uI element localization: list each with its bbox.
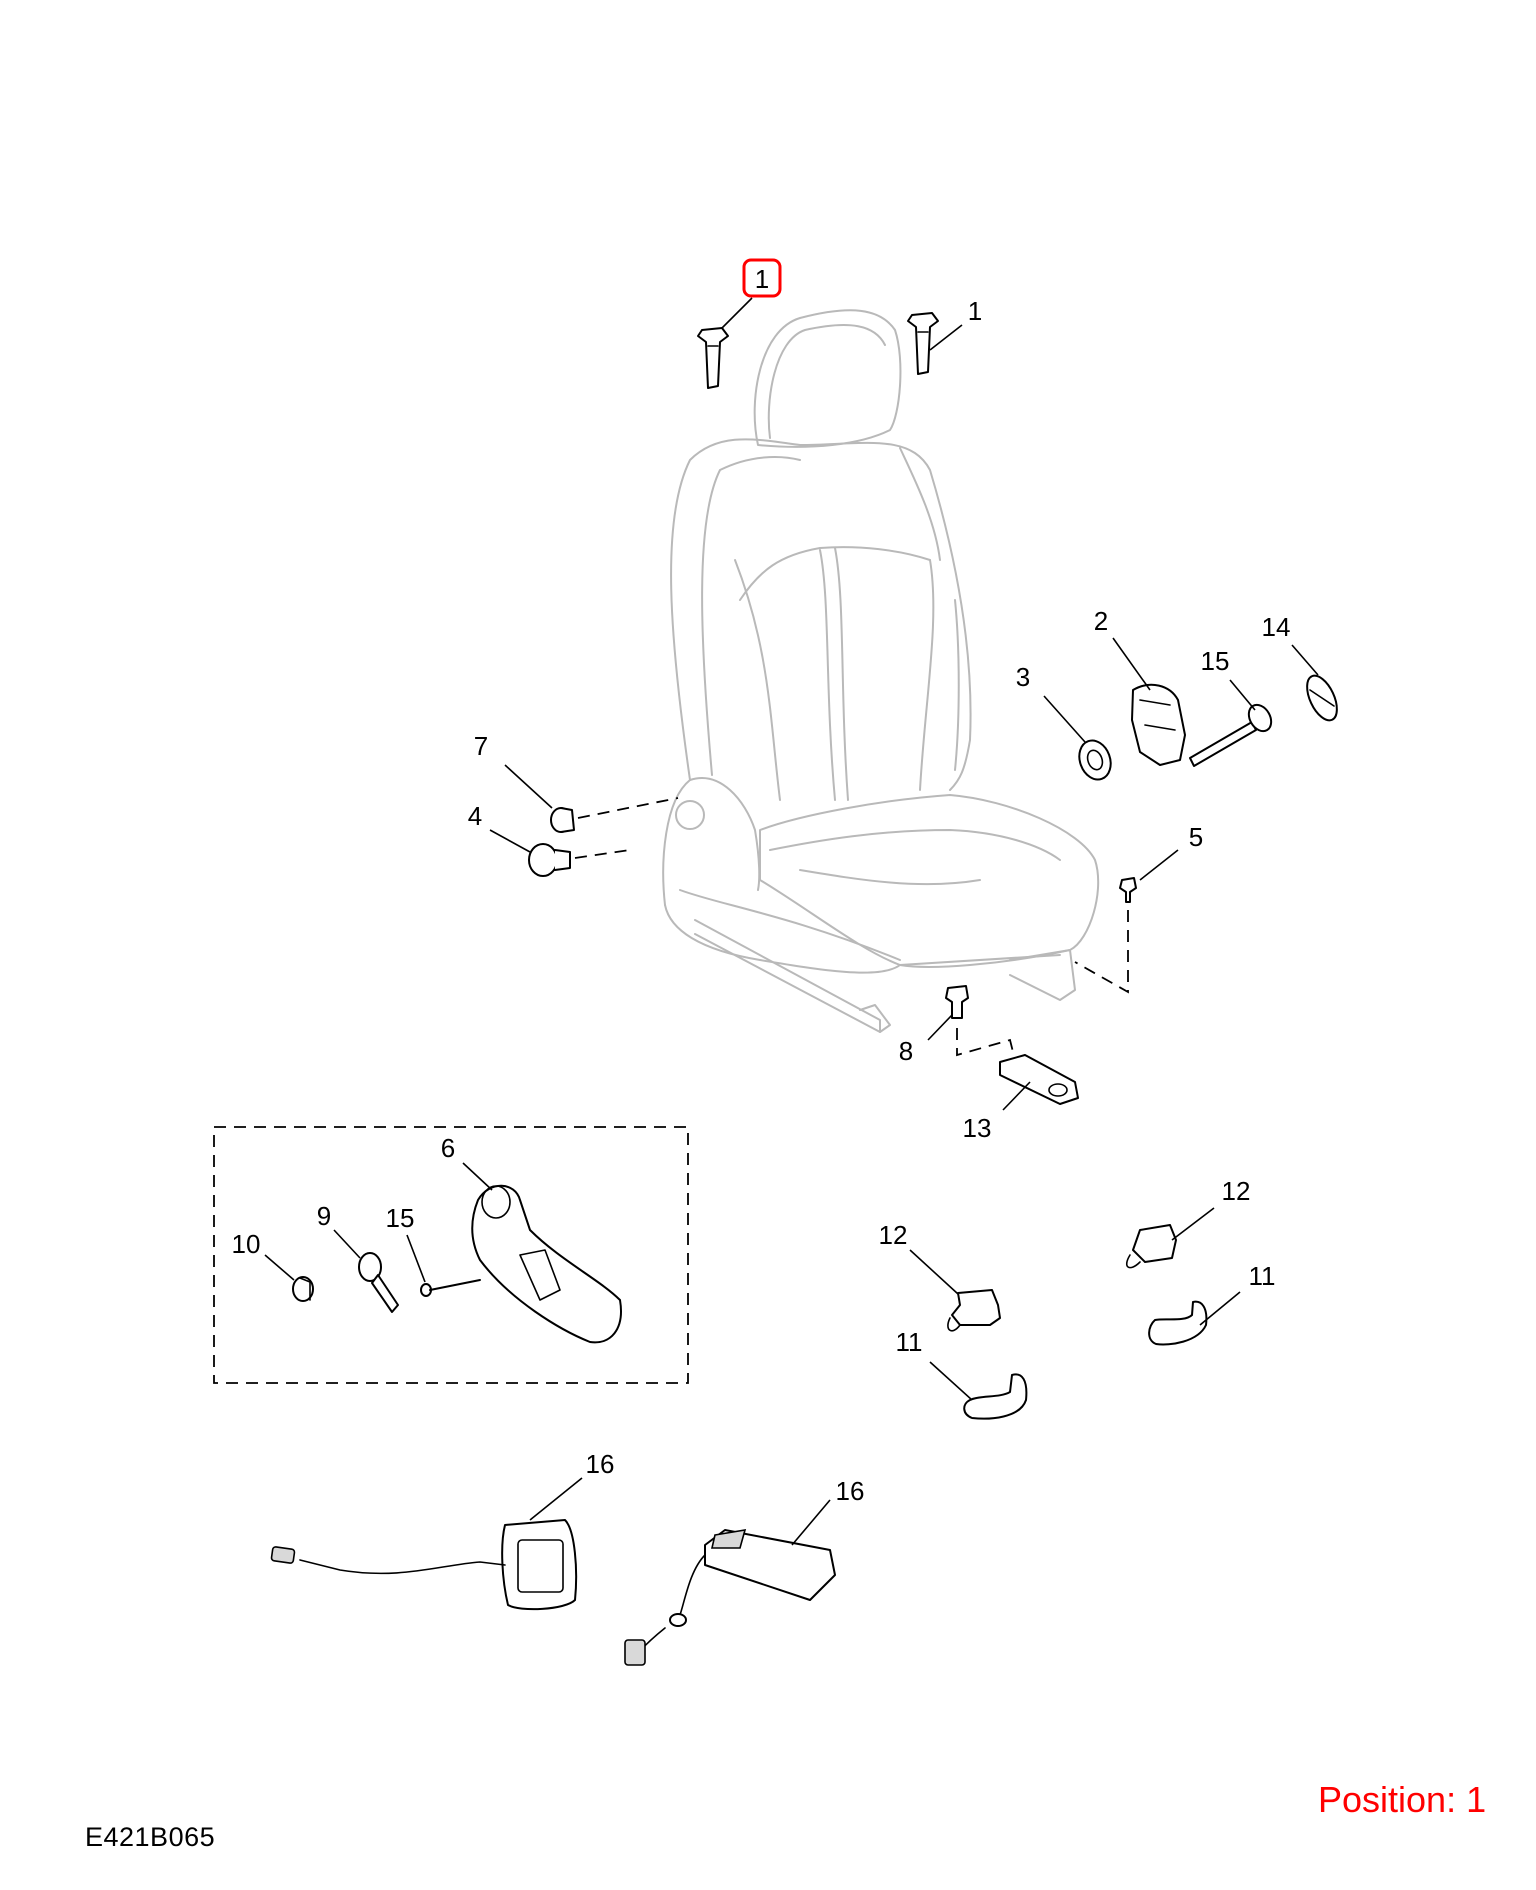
anchor-bolt	[927, 985, 1016, 1061]
kit-box	[213, 1126, 689, 1384]
callout-15-kit[interactable]: 15	[386, 1203, 415, 1233]
callout-14[interactable]: 14	[1262, 612, 1291, 642]
recliner-bolt	[489, 829, 631, 877]
recliner-knob	[1291, 644, 1338, 722]
callout-12-left[interactable]: 12	[879, 1220, 908, 1250]
washer	[1043, 695, 1112, 781]
clip-12-right	[1125, 1207, 1215, 1269]
selected-callout-highlight	[742, 258, 782, 298]
callout-16-left[interactable]: 16	[586, 1449, 615, 1479]
release-lever	[333, 1229, 399, 1313]
callout-2[interactable]: 2	[1094, 606, 1108, 636]
screw-kit	[406, 1234, 481, 1297]
side-trim	[462, 1162, 622, 1344]
callout-7[interactable]: 7	[474, 731, 488, 761]
callout-11-left[interactable]: 11	[896, 1327, 923, 1357]
occupancy-sensor-left	[270, 1477, 583, 1611]
callout-9[interactable]: 9	[317, 1201, 331, 1231]
callout-13[interactable]: 13	[963, 1113, 992, 1143]
headrest-guide-left	[697, 297, 753, 389]
clip-12-left	[909, 1249, 1001, 1332]
recliner-bracket	[1112, 637, 1186, 766]
seat-outline	[662, 309, 1100, 1033]
callout-12-right[interactable]: 12	[1222, 1176, 1251, 1206]
clip-11-right	[1148, 1291, 1241, 1346]
position-label: Position: 1	[1318, 1779, 1487, 1820]
callout-3[interactable]: 3	[1016, 662, 1030, 692]
callout-6[interactable]: 6	[441, 1133, 455, 1163]
callout-11-right[interactable]: 11	[1249, 1261, 1276, 1291]
clip-11-left	[929, 1361, 1028, 1420]
callout-8[interactable]: 8	[899, 1036, 913, 1066]
callout-4[interactable]: 4	[468, 801, 482, 831]
callout-1[interactable]: 1	[968, 296, 982, 326]
callout-10[interactable]: 10	[232, 1229, 261, 1259]
bolt-upper	[1189, 679, 1273, 767]
trim-cap	[504, 764, 679, 833]
callout-5[interactable]: 5	[1189, 822, 1203, 852]
occupancy-sensor-mat	[624, 1499, 836, 1666]
rail-screw	[1074, 849, 1179, 994]
callout-15-upper[interactable]: 15	[1201, 646, 1230, 676]
anchor-bracket	[999, 1054, 1079, 1111]
callout-1-highlighted[interactable]: 1	[755, 264, 769, 294]
callout-16-right[interactable]: 16	[836, 1476, 865, 1506]
diagram-code: E421B065	[85, 1822, 216, 1852]
headrest-guide-right	[907, 312, 963, 375]
kit-cap	[264, 1254, 314, 1302]
